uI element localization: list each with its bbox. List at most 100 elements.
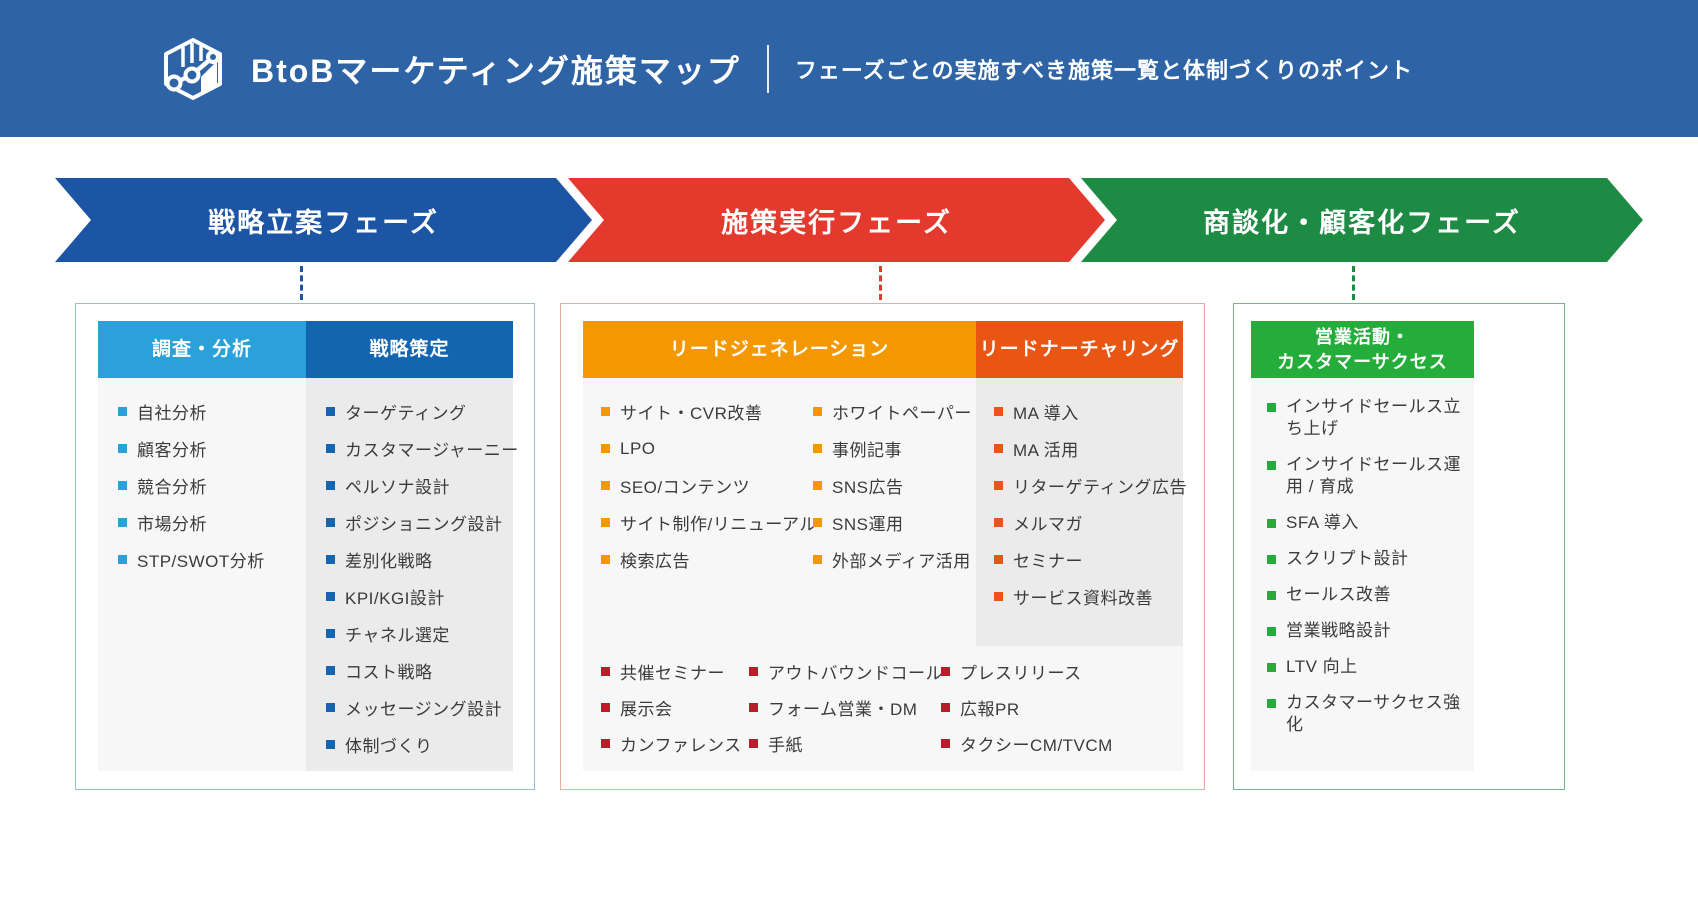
list-item: KPI/KGI設計	[326, 578, 513, 615]
list-item: 事例記事	[813, 430, 973, 467]
dotted-connector-sales	[1352, 266, 1355, 300]
bullet-square-icon	[941, 702, 950, 712]
survey-analysis-body: 自社分析 顧客分析 競合分析 市場分析 STP/SWOT分析	[98, 378, 306, 771]
list-item: アウトバウンドコール	[749, 653, 943, 689]
bullet-square-icon	[994, 444, 1003, 453]
outbound-column-2: アウトバウンドコール フォーム営業・DM 手紙	[749, 653, 943, 761]
list-item-label: SFA 導入	[1286, 513, 1359, 532]
list-item: 共催セミナー	[601, 653, 749, 689]
bullet-square-icon	[118, 444, 127, 453]
execution-body: サイト・CVR改善 LPO SEO/コンテンツ サイト制作/リニューアル	[583, 378, 1186, 771]
bullet-square-icon	[118, 407, 127, 416]
bullet-square-icon	[813, 444, 822, 453]
list-item: メルマガ	[994, 504, 1183, 541]
list-item-label: 営業戦略設計	[1286, 621, 1391, 640]
list-item-label: カンファレンス	[620, 735, 742, 755]
list-item: タクシーCM/TVCM	[941, 725, 1151, 761]
list-item-label: メッセージング設計	[345, 700, 503, 719]
bullet-square-icon	[326, 444, 335, 453]
list-item-label: リターゲティング広告	[1013, 478, 1187, 497]
outbound-column-1: 共催セミナー 展示会 カンファレンス	[601, 653, 749, 761]
header-bar: BtoBマーケティング施策マップ フェーズごとの実施すべき施策一覧と体制づくりの…	[0, 0, 1698, 137]
list-item-label: 共催セミナー	[620, 663, 725, 683]
outbound-list-1: 共催セミナー 展示会 カンファレンス	[601, 653, 749, 761]
list-item: ポジショニング設計	[326, 504, 513, 541]
list-item-label: 市場分析	[137, 515, 207, 534]
list-item: SNS運用	[813, 504, 973, 541]
bullet-square-icon	[118, 518, 127, 527]
bullet-square-icon	[601, 444, 610, 453]
list-item-label: 事例記事	[832, 441, 902, 460]
list-item-label: サービス資料改善	[1013, 589, 1153, 608]
list-item: LTV 向上	[1267, 649, 1474, 685]
bullet-square-icon	[813, 407, 822, 416]
dotted-connector-execution	[879, 266, 882, 300]
bullet-square-icon	[326, 592, 335, 601]
list-item-label: MA 導入	[1013, 404, 1079, 423]
list-item-label: KPI/KGI設計	[345, 589, 445, 608]
outbound-list-2: アウトバウンドコール フォーム営業・DM 手紙	[749, 653, 943, 761]
list-item: 差別化戦略	[326, 541, 513, 578]
list-item: プレスリリース	[941, 653, 1151, 689]
list-item: SNS広告	[813, 467, 973, 504]
list-item: 外部メディア活用	[813, 541, 973, 578]
survey-analysis-header: 調査・分析	[98, 321, 306, 378]
bullet-square-icon	[941, 738, 950, 748]
sales-header-line2: カスタマーサクセス	[1277, 351, 1448, 372]
bullet-square-icon	[326, 703, 335, 712]
bullet-square-icon	[749, 702, 758, 712]
strategy-columns: 調査・分析 自社分析 顧客分析 競合分析 市場分析	[98, 321, 518, 771]
phase-arrow-sales: 商談化・顧客化フェーズ	[1081, 178, 1643, 262]
list-item-label: サイト制作/リニューアル	[620, 515, 817, 534]
list-item: 体制づくり	[326, 726, 513, 763]
list-item-label: 手紙	[768, 735, 803, 755]
bullet-square-icon	[941, 666, 950, 676]
list-item: 市場分析	[118, 504, 306, 541]
survey-analysis-list: 自社分析 顧客分析 競合分析 市場分析 STP/SWOT分析	[118, 393, 306, 578]
list-item-label: SNS運用	[832, 515, 904, 534]
bullet-square-icon	[1267, 519, 1276, 528]
list-item: SFA 導入	[1267, 505, 1474, 541]
lead-generation-list-2: ホワイトペーパー 事例記事 SNS広告 SNS運用 外部メディア	[813, 393, 973, 578]
column-survey-analysis: 調査・分析 自社分析 顧客分析 競合分析 市場分析	[98, 321, 306, 771]
list-item-label: MA 活用	[1013, 441, 1079, 460]
list-item: インサイドセールス運用 / 育成	[1267, 447, 1474, 505]
bullet-square-icon	[326, 481, 335, 490]
list-item-label: SEO/コンテンツ	[620, 478, 751, 497]
list-item-label: スクリプト設計	[1286, 549, 1409, 568]
list-item: メッセージング設計	[326, 689, 513, 726]
list-item: ホワイトペーパー	[813, 393, 973, 430]
list-item: 自社分析	[118, 393, 306, 430]
strategy-planning-body: ターゲティング カスタマージャーニー ペルソナ設計 ポジショニング設計 差別化戦…	[306, 378, 518, 771]
list-item: 競合分析	[118, 467, 306, 504]
list-item: サイト・CVR改善	[601, 393, 813, 430]
list-item: LPO	[601, 430, 813, 467]
list-item-label: 外部メディア活用	[832, 552, 971, 571]
list-item: 顧客分析	[118, 430, 306, 467]
list-item: コスト戦略	[326, 652, 513, 689]
bullet-square-icon	[118, 481, 127, 490]
bullet-square-icon	[813, 481, 822, 490]
list-item: フォーム営業・DM	[749, 689, 941, 725]
list-item: カスタマージャーニー	[326, 430, 518, 467]
chart-cube-icon	[163, 37, 222, 100]
list-item: スクリプト設計	[1267, 541, 1474, 577]
lead-nurturing-header: リードナーチャリング	[976, 321, 1183, 378]
bullet-square-icon	[1267, 627, 1276, 636]
list-item: サービス資料改善	[994, 578, 1183, 615]
bullet-square-icon	[994, 407, 1003, 416]
list-item-label: インサイドセールス運用 / 育成	[1286, 455, 1461, 496]
list-item-label: インサイドセールス立ち上げ	[1286, 397, 1461, 438]
list-item-label: プレスリリース	[960, 663, 1082, 683]
outbound-column-3: プレスリリース 広報PR タクシーCM/TVCM	[941, 653, 1151, 761]
phase-arrow-strategy: 戦略立案フェーズ	[55, 178, 592, 262]
list-item: カスタマーサクセス強化	[1267, 685, 1474, 743]
lead-generation-header: リードジェネレーション	[583, 321, 976, 378]
list-item: 手紙	[749, 725, 941, 761]
page-subtitle: フェーズごとの実施すべき施策一覧と体制づくりのポイント	[794, 57, 1414, 83]
list-item-label: セミナー	[1013, 552, 1083, 571]
header-divider	[766, 44, 769, 93]
list-item-label: LTV 向上	[1286, 657, 1358, 676]
bullet-square-icon	[1267, 403, 1276, 412]
sales-body: インサイドセールス立ち上げ インサイドセールス運用 / 育成 SFA 導入 スク…	[1251, 378, 1474, 771]
